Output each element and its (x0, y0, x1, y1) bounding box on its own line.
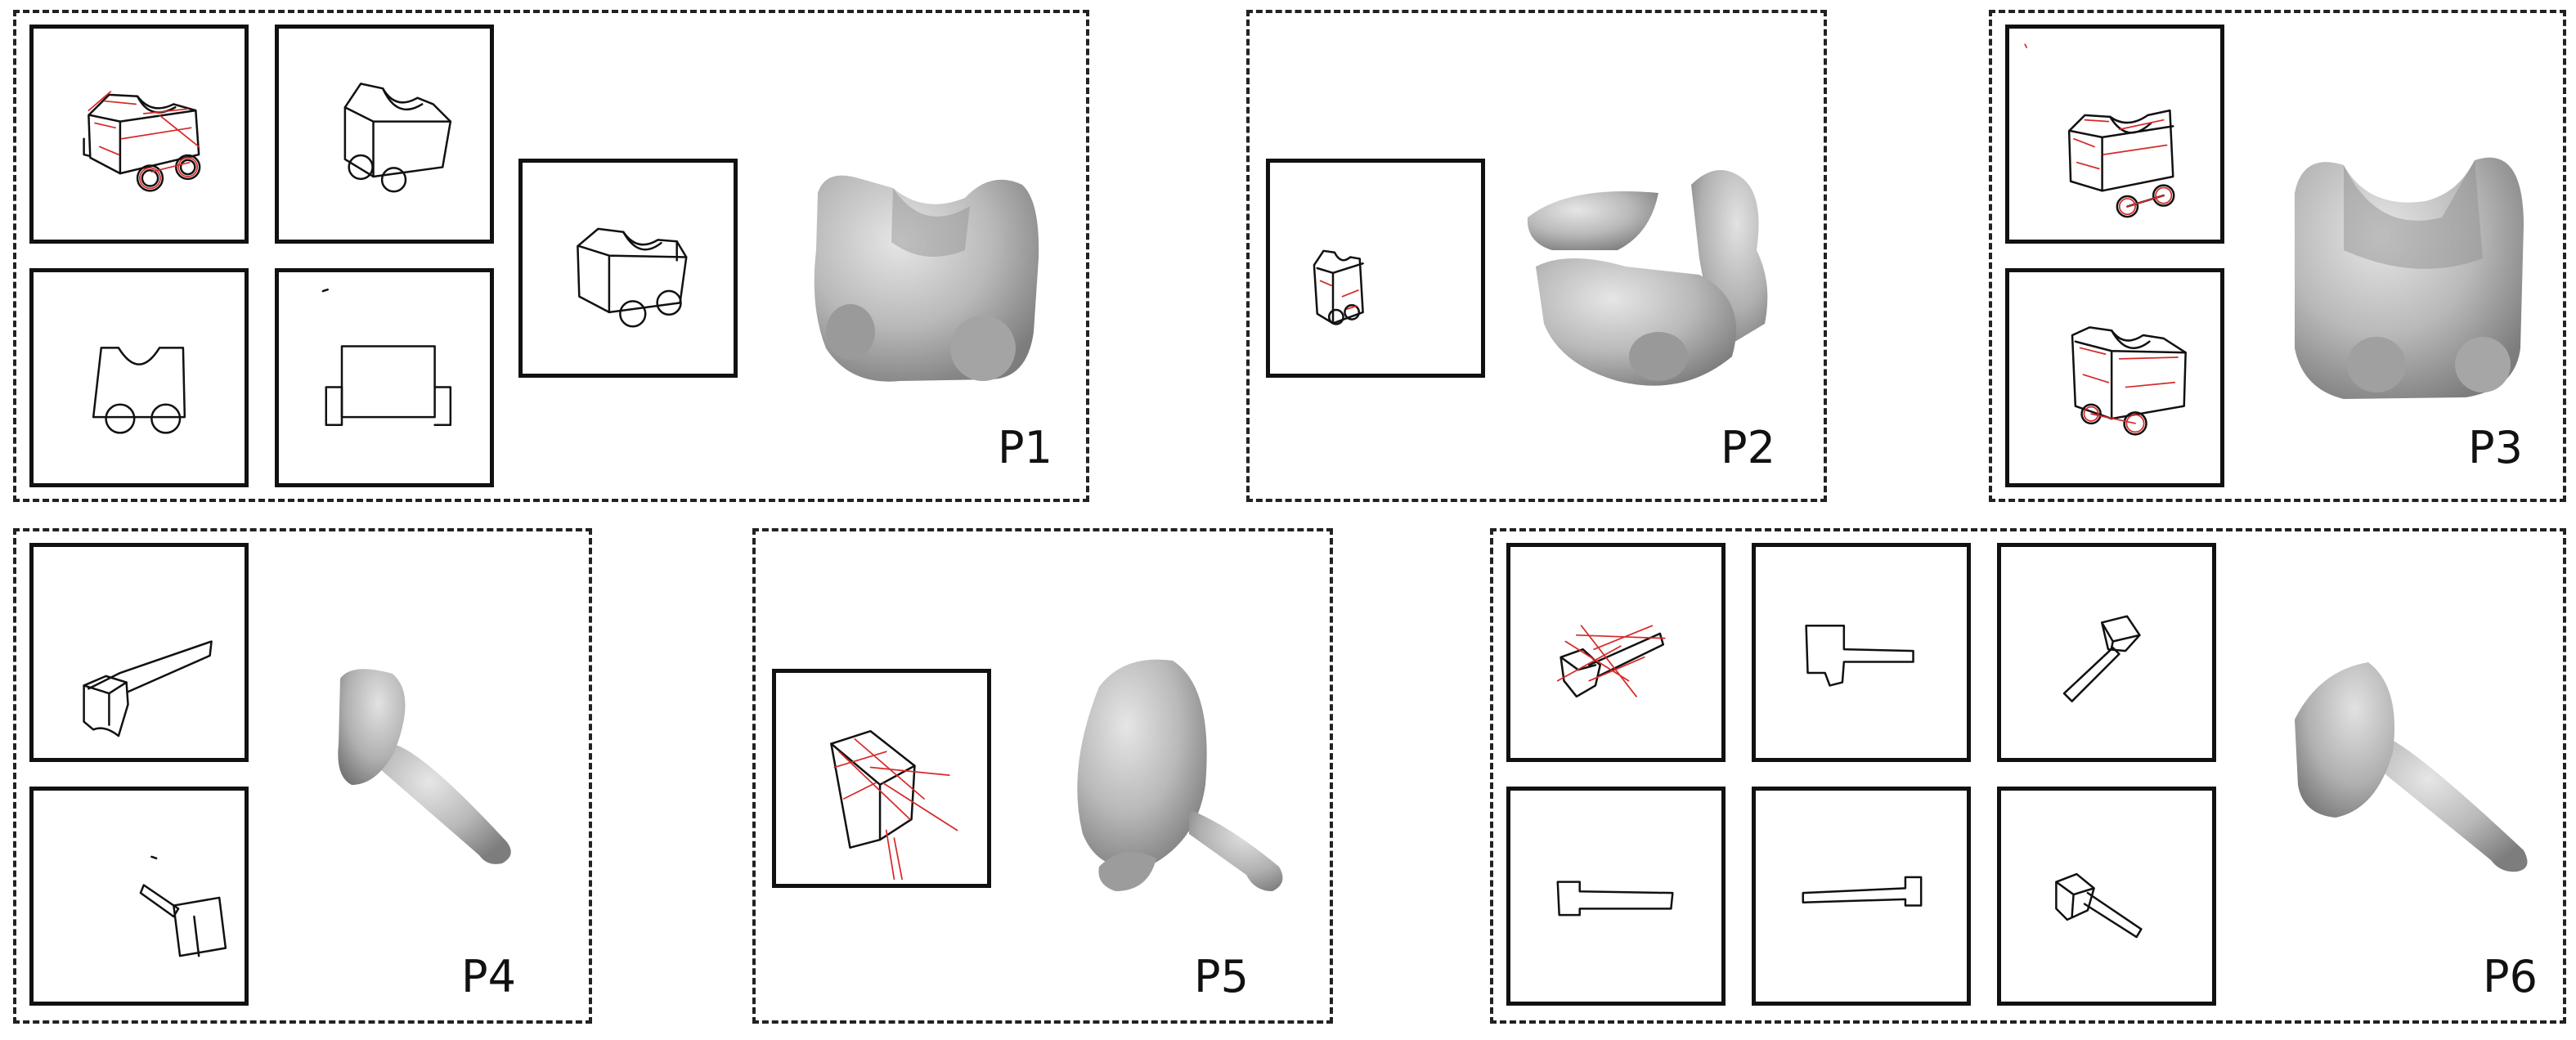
sketch-cart-perspective-with-strokes (2005, 268, 2224, 487)
panel-label-p4: P4 (461, 951, 516, 1002)
panel-p3: P3 (1989, 10, 2566, 502)
panel-p6: P6 (1490, 528, 2566, 1024)
panel-p4: P4 (13, 528, 592, 1024)
model-hammer-3d (2278, 654, 2548, 916)
sketch-hammer-front-view (1752, 787, 1971, 1006)
sketch-hammer-perspective (1997, 543, 2216, 762)
sketch-hammer-top-view (1506, 787, 1726, 1006)
sketch-hammer-with-strokes (772, 669, 991, 888)
panel-label-p5: P5 (1194, 951, 1249, 1002)
sketch-cart-input (518, 159, 738, 378)
panel-label-p3: P3 (2468, 422, 2523, 473)
model-cart-3d (1519, 160, 1797, 406)
model-cart-3d (2278, 144, 2540, 414)
sketch-hammer-perspective (1997, 787, 2216, 1006)
panel-label-p2: P2 (1721, 422, 1775, 473)
panel-label-p6: P6 (2483, 951, 2538, 1002)
sketch-cart-top-view (275, 268, 494, 487)
sketch-hammer-with-strokes (1506, 543, 1726, 762)
sketch-hammer-perspective (29, 787, 249, 1006)
panel-p5: P5 (752, 528, 1333, 1024)
panel-p2: P2 (1246, 10, 1827, 502)
sketch-cart-input (1266, 159, 1485, 378)
model-hammer-3d (303, 662, 548, 908)
sketch-hammer-side-view (1752, 543, 1971, 762)
panel-label-p1: P1 (998, 422, 1052, 473)
sketch-hammer-perspective (29, 543, 249, 762)
sketch-cart-front-view (29, 268, 249, 487)
sketch-cart-side-view (275, 25, 494, 244)
model-hammer-3d (1050, 654, 1295, 924)
sketch-cart-perspective-with-strokes (2005, 25, 2224, 244)
panel-p1: P1 (13, 10, 1089, 502)
sketch-cart-perspective-with-strokes (29, 25, 249, 244)
model-cart-3d (801, 160, 1055, 406)
